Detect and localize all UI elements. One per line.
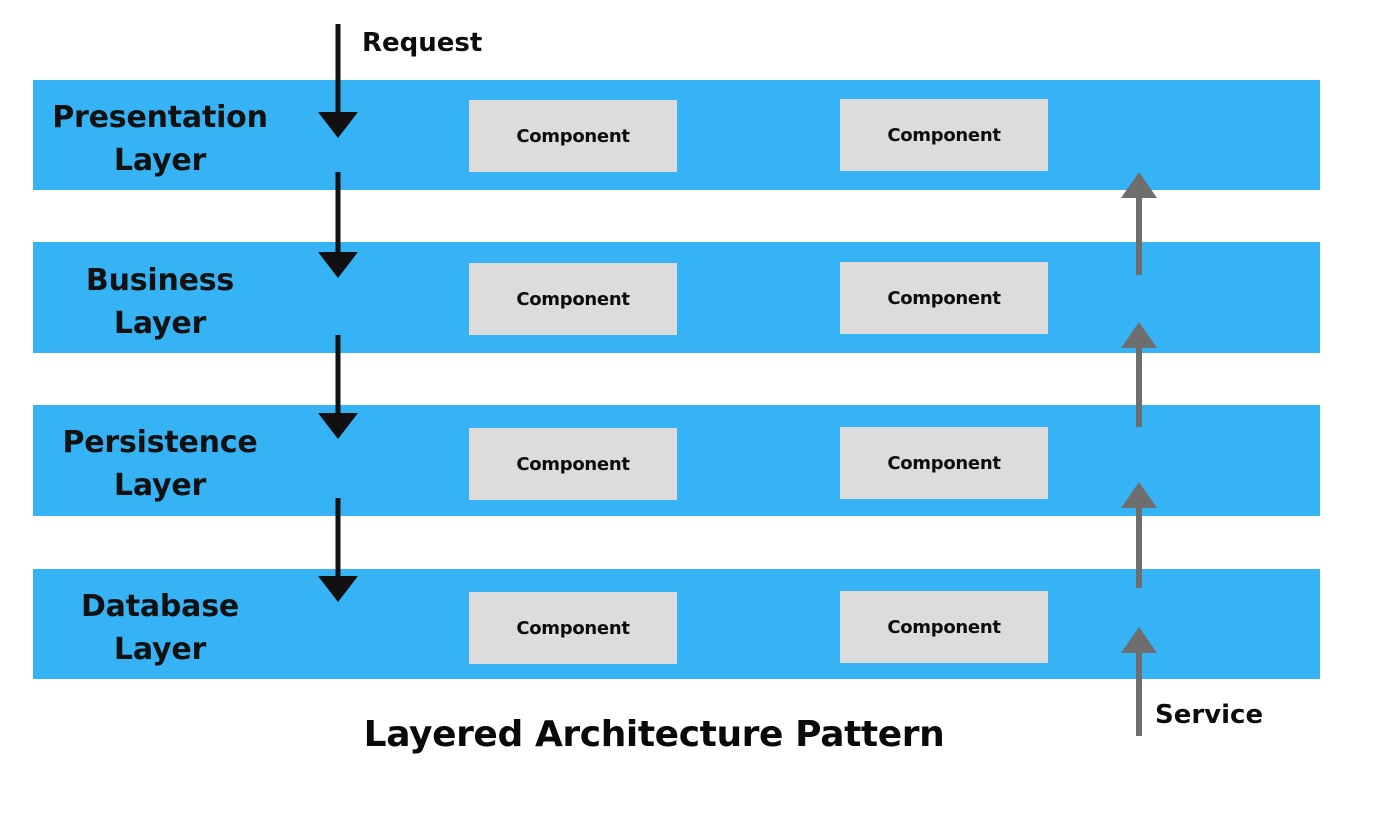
layer-title-line2: Layer	[113, 467, 207, 503]
layer-title-presentation: Presentation Layer	[10, 97, 310, 182]
diagram-caption: Layered Architecture Pattern	[363, 714, 945, 755]
layer-title-line2: Layer	[113, 142, 207, 178]
component-label: Component	[887, 124, 1001, 146]
component-label: Component	[887, 287, 1001, 309]
component-box[interactable]: Component	[840, 262, 1048, 334]
layer-title-line1: Persistence	[62, 425, 258, 460]
layer-title-database: Database Layer	[10, 586, 310, 671]
component-label: Component	[516, 288, 630, 310]
layer-title-line2: Layer	[113, 305, 207, 341]
component-box[interactable]: Component	[469, 592, 677, 664]
component-label: Component	[887, 616, 1001, 638]
component-box[interactable]: Component	[840, 99, 1048, 171]
layer-title-persistence: Persistence Layer	[10, 422, 310, 507]
layer-title-line1: Business	[85, 263, 235, 298]
component-label: Component	[887, 452, 1001, 474]
component-box[interactable]: Component	[840, 427, 1048, 499]
layer-title-line2: Layer	[113, 631, 207, 667]
component-label: Component	[516, 453, 630, 475]
component-box[interactable]: Component	[469, 263, 677, 335]
layer-title-line1: Presentation	[52, 100, 268, 135]
layer-title-line1: Database	[80, 589, 240, 624]
request-flow-label: Request	[362, 28, 483, 58]
component-box[interactable]: Component	[469, 100, 677, 172]
layer-title-business: Business Layer	[10, 260, 310, 345]
component-box[interactable]: Component	[840, 591, 1048, 663]
component-label: Component	[516, 125, 630, 147]
component-label: Component	[516, 617, 630, 639]
service-flow-label: Service	[1155, 700, 1264, 730]
component-box[interactable]: Component	[469, 428, 677, 500]
